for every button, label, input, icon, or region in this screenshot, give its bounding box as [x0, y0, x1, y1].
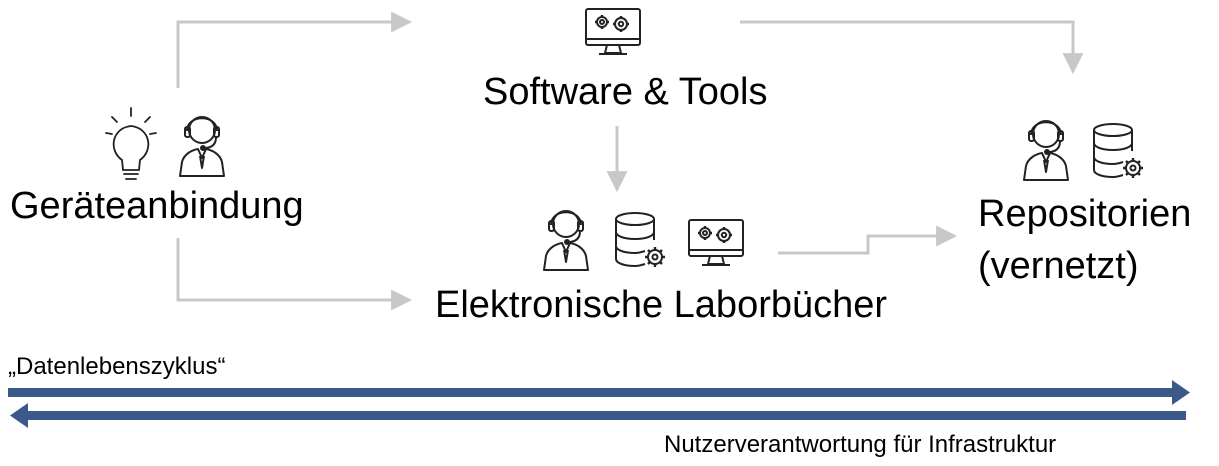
- repositorien-label: Repositorien: [978, 193, 1192, 235]
- geraeteanbindung-label: Geräteanbindung: [10, 185, 304, 227]
- connector-geraete-to-laborbuecher: [176, 238, 413, 311]
- connector-software-to-repositorien: [740, 20, 1084, 75]
- software-tools-label: Software & Tools: [483, 71, 768, 113]
- lifecycle-backward-label: Nutzerverantwortung für Infrastruktur: [664, 431, 1057, 458]
- lifecycle-forward-label: „Datenlebenszyklus“: [8, 353, 226, 380]
- connector-geraete-to-software: [176, 11, 413, 88]
- lifecycle-backward-arrow: [10, 403, 1186, 428]
- lifecycle-forward-arrow: [8, 380, 1190, 405]
- connector-laborbuecher-to-repositorien: [778, 225, 958, 255]
- laborbuecher-label: Elektronische Laborbücher: [435, 284, 888, 326]
- repositorien-sublabel: (vernetzt): [978, 245, 1139, 287]
